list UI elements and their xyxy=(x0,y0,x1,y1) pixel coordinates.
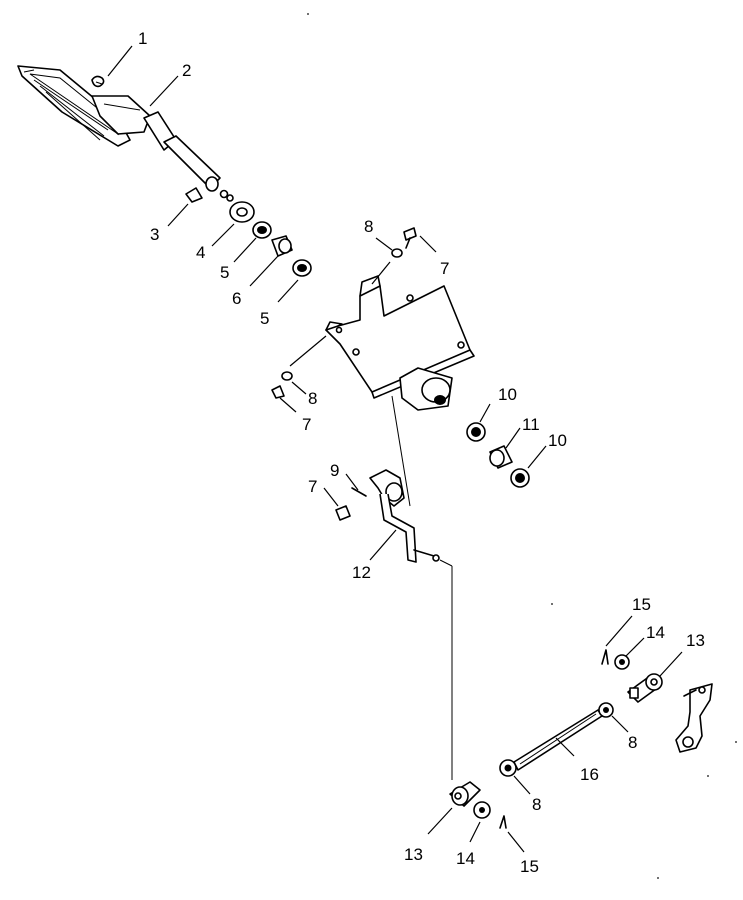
part-15-pin-upper xyxy=(601,649,609,665)
small-pin xyxy=(219,189,234,202)
callout-14a: 14 xyxy=(646,623,665,642)
callout-12: 12 xyxy=(352,563,371,582)
callout-5a: 5 xyxy=(220,263,229,282)
callout-14b: 14 xyxy=(456,849,475,868)
scan-specks xyxy=(307,13,737,879)
callout-8c: 8 xyxy=(628,733,637,752)
part-13-clevis-lower xyxy=(449,781,481,807)
part-9-pin xyxy=(351,487,367,497)
callouts: 1 2 3 4 5 6 5 8 7 8 7 10 xyxy=(107,29,705,876)
bolt-7-lever xyxy=(335,505,351,521)
callout-6: 6 xyxy=(232,289,241,308)
callout-16: 16 xyxy=(580,765,599,784)
callout-7b: 7 xyxy=(302,415,311,434)
part-8-nut-rod-upper xyxy=(598,702,614,718)
callout-7c: 7 xyxy=(308,477,317,496)
callout-2: 2 xyxy=(182,61,191,80)
callout-10b: 10 xyxy=(548,431,567,450)
callout-13a: 13 xyxy=(686,631,705,650)
callout-7a: 7 xyxy=(440,259,449,278)
part-13-clevis-upper xyxy=(627,673,663,703)
part-5-bushing-b xyxy=(292,259,312,277)
bolt-7-top xyxy=(403,227,417,249)
callout-3: 3 xyxy=(150,225,159,244)
callout-15b: 15 xyxy=(520,857,539,876)
part-6-collar xyxy=(271,235,293,257)
part-1-clip xyxy=(91,75,105,88)
part-10-bushing-b xyxy=(510,468,530,488)
callout-4: 4 xyxy=(196,243,205,262)
washer-8-left xyxy=(281,371,293,381)
callout-11: 11 xyxy=(522,415,540,434)
callout-9: 9 xyxy=(330,461,339,480)
part-5-bushing-a xyxy=(252,221,272,239)
washer-8-top xyxy=(391,248,403,258)
callout-8b: 8 xyxy=(308,389,317,408)
callout-10a: 10 xyxy=(498,385,517,404)
part-3-key xyxy=(185,187,203,203)
bolt-7-left xyxy=(271,385,285,399)
part-8-nut-rod-lower xyxy=(499,759,517,777)
part-11-collar xyxy=(489,445,513,469)
part-14-nut-lower xyxy=(473,801,491,819)
callout-5b: 5 xyxy=(260,309,269,328)
callout-13b: 13 xyxy=(404,845,423,864)
part-14-nut-upper xyxy=(614,654,630,670)
part-4-washer xyxy=(229,201,255,223)
callout-8d: 8 xyxy=(532,795,541,814)
callout-1: 1 xyxy=(138,29,147,48)
part-15-pin-lower xyxy=(499,815,507,829)
part-10-bushing-a xyxy=(466,422,486,442)
mounting-bracket xyxy=(325,275,475,411)
governor-lever xyxy=(675,683,713,753)
part-12-lever xyxy=(369,469,440,563)
callout-15a: 15 xyxy=(632,595,651,614)
callout-8a: 8 xyxy=(364,217,373,236)
pedal-assembly xyxy=(17,65,221,192)
